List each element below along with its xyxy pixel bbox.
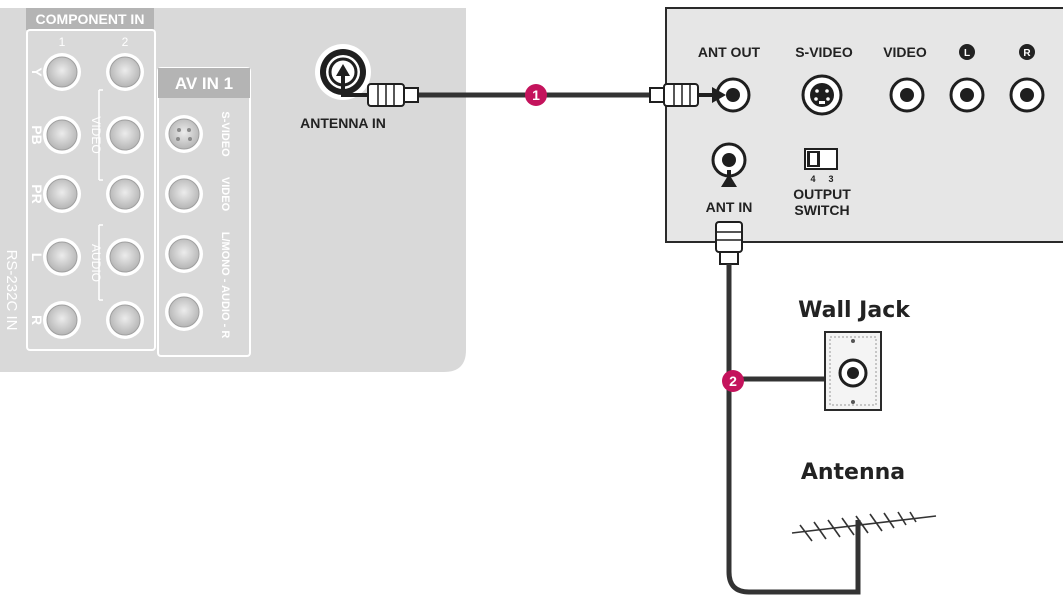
component-in-label: COMPONENT IN: [36, 11, 145, 27]
rs232c-in-label: RS-232C IN: [3, 250, 20, 331]
component-col-2-label: 2: [122, 35, 129, 49]
box-svideo-jack: [801, 74, 843, 116]
svg-text:R: R: [1023, 48, 1031, 59]
component-video-group-label: VIDEO: [89, 116, 103, 153]
box-audio-l-badge: L: [959, 44, 975, 60]
tv-back-panel: COMPONENT IN 1 2 Y PB PR L R VIDEO: [0, 8, 466, 372]
component-jack-col2-y: [106, 53, 144, 91]
box-audio-l-jack: [949, 77, 985, 113]
component-jack-col2-l: [106, 238, 144, 276]
output-switch-label-line2: SWITCH: [794, 202, 849, 218]
box-ant-out-label: ANT OUT: [698, 44, 761, 60]
box-video-jack: [889, 77, 925, 113]
box-svideo-label: S-VIDEO: [795, 44, 853, 60]
component-row-label-y: Y: [29, 67, 45, 77]
wall-jack-label: Wall Jack: [798, 298, 911, 323]
switch-position-3: 3: [828, 174, 833, 184]
component-in-section: COMPONENT IN 1 2 Y PB PR L R VIDEO: [26, 8, 156, 351]
svg-text:L: L: [964, 48, 970, 59]
component-col-1-label: 1: [59, 35, 66, 49]
av-svideo-jack: [165, 115, 203, 153]
step-2-badge: 2: [722, 370, 744, 392]
external-device-box: ANT OUT S-VIDEO VIDEO L R ANT IN 4: [665, 7, 1063, 243]
component-row-label-r: R: [29, 315, 45, 325]
output-switch: 4 3: [804, 148, 838, 184]
wall-jack-plate: [824, 331, 882, 411]
component-jack-col1-l: [43, 238, 81, 276]
step-1-badge: 1: [525, 84, 547, 106]
component-jack-col1-y: [43, 53, 81, 91]
antenna-label: Antenna: [801, 460, 905, 485]
antenna-in-label: ANTENNA IN: [300, 115, 386, 131]
output-switch-label-line1: OUTPUT: [793, 186, 851, 202]
av-video-label: VIDEO: [219, 177, 231, 212]
svg-text:2: 2: [729, 373, 737, 389]
cable-ant-in-to-antenna: [715, 170, 861, 595]
av-audio-l-jack: [165, 235, 203, 273]
box-video-label: VIDEO: [883, 44, 927, 60]
av-audio-label: L/MONO - AUDIO - R: [219, 232, 231, 339]
av-audio-r-jack: [165, 293, 203, 331]
component-jack-col1-pr: [43, 175, 81, 213]
component-jack-col1-r: [43, 301, 81, 339]
component-jack-col1-pb: [43, 116, 81, 154]
antenna-icon: [791, 511, 937, 542]
component-row-label-pb: PB: [29, 125, 45, 144]
av-in-1-section: AV IN 1 S-VIDEO VIDEO L/MONO - AUDIO - R: [157, 67, 251, 357]
av-video-jack: [165, 175, 203, 213]
box-audio-r-jack: [1009, 77, 1045, 113]
component-row-label-pr: PR: [29, 184, 45, 203]
av-svideo-label: S-VIDEO: [219, 111, 231, 157]
svg-text:1: 1: [532, 87, 540, 103]
component-row-label-l: L: [29, 253, 45, 262]
box-audio-r-badge: R: [1019, 44, 1035, 60]
switch-position-4: 4: [810, 174, 815, 184]
component-jack-col2-pb: [106, 116, 144, 154]
component-jack-col2-pr: [106, 175, 144, 213]
component-jack-col2-r: [106, 301, 144, 339]
av-in-1-label: AV IN 1: [175, 74, 233, 93]
box-ant-in-label: ANT IN: [706, 199, 753, 215]
component-audio-group-label: AUDIO: [89, 244, 103, 282]
